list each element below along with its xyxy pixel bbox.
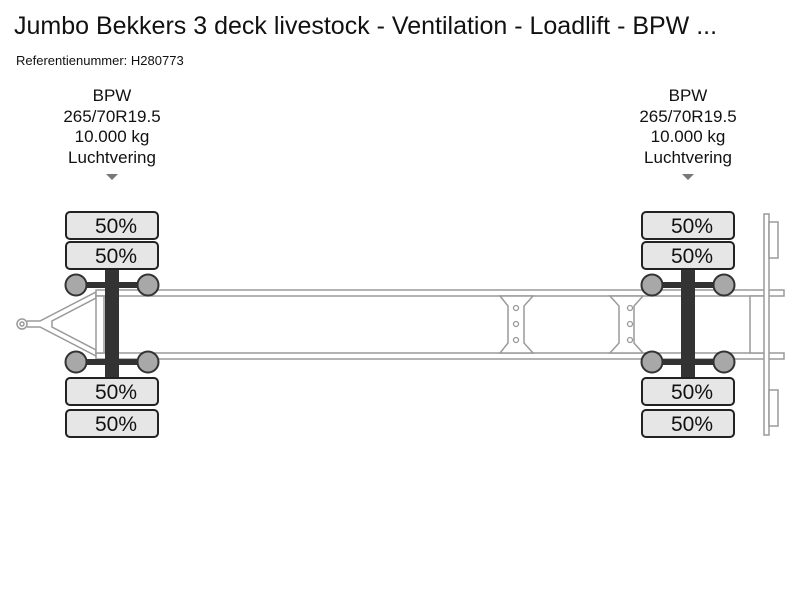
tire-tread-label: 50% bbox=[95, 215, 137, 238]
chassis-frame bbox=[95, 289, 785, 360]
tire bbox=[641, 409, 735, 438]
axle-bar bbox=[76, 359, 148, 365]
rear-bumper bbox=[763, 213, 779, 436]
wheel-hub-icon bbox=[640, 273, 664, 297]
axle-spec-rear: BPW 265/70R19.5 10.000 kg Luchtvering bbox=[618, 86, 758, 168]
page-title: Jumbo Bekkers 3 deck livestock - Ventila… bbox=[14, 12, 718, 40]
tire-tread-label: 50% bbox=[671, 413, 713, 436]
wheel-hub-icon bbox=[136, 273, 160, 297]
reference-number: Referentienummer: H280773 bbox=[16, 53, 184, 68]
tire-tread-label: 50% bbox=[95, 413, 137, 436]
tire bbox=[65, 409, 159, 438]
tire-tread-label: 50% bbox=[95, 381, 137, 404]
wheel-hub-icon bbox=[64, 273, 88, 297]
axle-tire-size: 265/70R19.5 bbox=[639, 106, 737, 126]
wheel-hub-icon bbox=[136, 350, 160, 374]
tire bbox=[641, 211, 735, 240]
axle-tire-size: 265/70R19.5 bbox=[63, 106, 161, 126]
cross-member-holes bbox=[512, 304, 634, 344]
tire-tread-label: 50% bbox=[671, 215, 713, 238]
pointer-down-icon bbox=[682, 174, 694, 180]
tire bbox=[65, 241, 159, 270]
tire bbox=[641, 377, 735, 406]
axle-rear: 50% 50% 50% 50% bbox=[640, 211, 736, 438]
wheel-hub-icon bbox=[712, 350, 736, 374]
wheel-hub-icon bbox=[64, 350, 88, 374]
wheel-hub-icon bbox=[712, 273, 736, 297]
axle-brand: BPW bbox=[668, 86, 708, 105]
wheel-hub-icon bbox=[640, 350, 664, 374]
tire-tread-label: 50% bbox=[671, 381, 713, 404]
axle-beam bbox=[105, 270, 119, 380]
tire bbox=[65, 211, 159, 240]
axle-suspension: Luchtvering bbox=[68, 147, 156, 167]
reference-label: Referentienummer: bbox=[16, 53, 128, 68]
tire-tread-label: 50% bbox=[95, 245, 137, 268]
tire-tread-label: 50% bbox=[671, 245, 713, 268]
axle-beam bbox=[681, 270, 695, 380]
axle-spec-front: BPW 265/70R19.5 10.000 kg Luchtvering bbox=[42, 86, 182, 168]
drawbar bbox=[16, 290, 97, 358]
axle-load: 10.000 kg bbox=[650, 127, 726, 146]
tire bbox=[65, 377, 159, 406]
axle-bar bbox=[76, 282, 148, 288]
pointer-down-icon bbox=[106, 174, 118, 180]
axle-load: 10.000 kg bbox=[74, 127, 150, 146]
axle-brand: BPW bbox=[92, 86, 132, 105]
reference-value: H280773 bbox=[130, 53, 184, 68]
axle-bar bbox=[652, 359, 724, 365]
axle-bar bbox=[652, 282, 724, 288]
axle-front: 50% 50% 50% 50% bbox=[64, 211, 160, 438]
axle-suspension: Luchtvering bbox=[644, 147, 732, 167]
tire bbox=[641, 241, 735, 270]
